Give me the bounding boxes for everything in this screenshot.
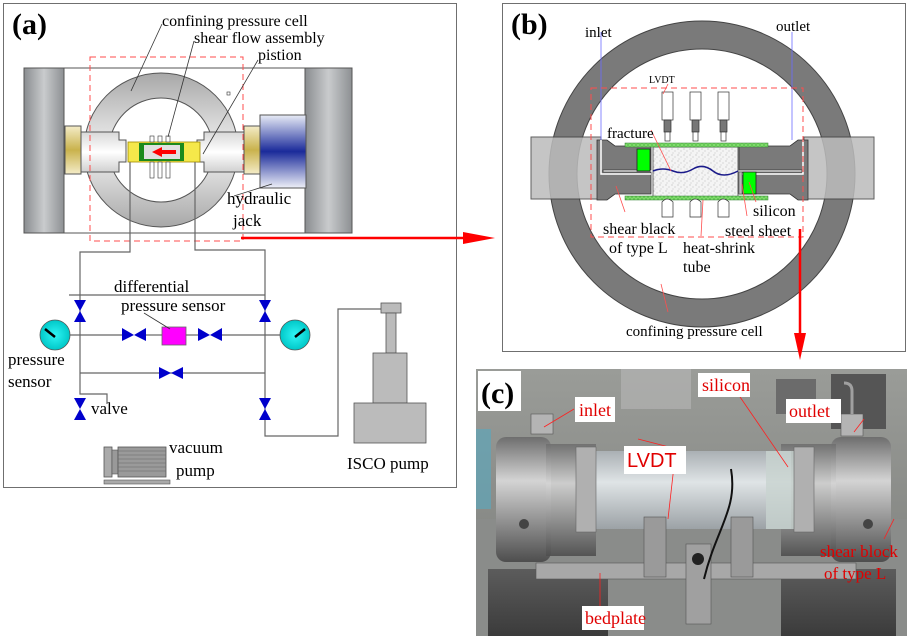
specimen-tube (591, 451, 791, 529)
valve-right-lower (259, 398, 271, 420)
rock-specimen (652, 146, 739, 198)
photo-label-shear-block: shear block (820, 542, 898, 561)
pressure-gauge-right (279, 319, 311, 351)
valve-right-upper (259, 300, 271, 322)
valve-left-upper (74, 300, 86, 322)
label-tube: tube (683, 259, 711, 276)
label-shear-flow-assembly: shear flow assembly (194, 30, 325, 47)
lvdt-2 (689, 91, 702, 142)
label-piston: pistion (258, 47, 302, 64)
label-fracture: fracture (607, 126, 654, 142)
panel-a-schematic: (a) confining pressure cell shear flow a… (3, 3, 457, 488)
lvdt-sensors (661, 91, 730, 218)
lvdt-1 (661, 91, 674, 142)
photo-label-lvdt: LVDT (627, 450, 677, 472)
label-of-type-l: of type L (609, 240, 668, 257)
shear-block-left-photo (496, 437, 551, 562)
differential-pressure-sensor (161, 326, 187, 346)
shear-direction-arrow (152, 147, 176, 157)
shear-block-right-photo (831, 437, 891, 562)
label-pressure: pressure (8, 350, 65, 369)
panel-a-svg: (a) confining pressure cell shear flow a… (8, 8, 429, 485)
label-pump: pump (176, 461, 215, 480)
left-piston (530, 136, 602, 200)
label-shear-black: shear black (603, 221, 675, 238)
panel-b-letter: (b) (511, 8, 548, 41)
photo-label-of-type-l: of type L (824, 564, 886, 583)
detail-region-box (89, 56, 244, 242)
label-diff-pressure-sensor: pressure sensor (121, 296, 226, 315)
panel-c-letter-box (478, 371, 521, 411)
label-vacuum: vacuum (169, 438, 223, 457)
vacuum-pump (103, 446, 171, 485)
fracture-line (652, 165, 739, 176)
photo-label-inlet: inlet (579, 400, 611, 420)
left-piston (80, 131, 127, 173)
panel-a-letter: (a) (12, 8, 47, 41)
marker-square (226, 91, 231, 96)
label-differential: differential (114, 277, 189, 296)
isco-pump (353, 302, 427, 444)
label-steel-sheet: steel sheet (725, 223, 792, 240)
panel-b-svg: (b) inlet outlet LVDT fracture silicon s… (511, 8, 875, 340)
label-silicon: silicon (753, 203, 796, 220)
base-block-right (781, 569, 896, 636)
valve-diff-left (122, 328, 146, 341)
label-valve: valve (91, 399, 128, 418)
frame-right-column (304, 67, 353, 234)
valve-left-lower (74, 398, 86, 420)
right-piston (803, 136, 875, 200)
label-jack: jack (232, 211, 262, 230)
heat-shrink-tube-top (624, 142, 769, 148)
label-lvdt: LVDT (649, 75, 675, 86)
hydraulic-jack (259, 114, 307, 189)
silicon-left (636, 148, 651, 172)
label-hydraulic: hydraulic (227, 189, 292, 208)
steel-sheet (738, 171, 743, 195)
lvdt-3 (717, 91, 730, 142)
photo-label-bedplate: bedplate (585, 608, 646, 628)
left-spacer (64, 125, 82, 175)
panel-c-photo-svg: (c) inlet silicon outlet LVDT shear bloc… (476, 369, 907, 636)
shear-flow-assembly (127, 135, 201, 179)
valves (74, 300, 271, 420)
detail-region-box (590, 87, 804, 238)
panel-c-letter: (c) (481, 377, 514, 410)
right-spacer (243, 125, 261, 175)
arrow-a-to-b-head (463, 232, 495, 244)
panel-c-photo: (c) inlet silicon outlet LVDT shear bloc… (476, 369, 907, 636)
valve-diff-right (198, 328, 222, 341)
silicon-band (766, 451, 794, 529)
label-outlet: outlet (776, 19, 811, 35)
frame-left-column (23, 67, 65, 234)
photo-label-outlet: outlet (789, 401, 830, 421)
valve-bypass (159, 367, 183, 379)
label-sensor: sensor (8, 372, 52, 391)
label-heat-shrink: heat-shrink (683, 240, 755, 257)
pressure-gauge-left (39, 319, 71, 351)
label-inlet: inlet (585, 25, 612, 41)
panel-b-cross-section: (b) inlet outlet LVDT fracture silicon s… (502, 3, 906, 352)
label-confining-pressure-cell: confining pressure cell (626, 324, 763, 340)
label-isco-pump: ISCO pump (347, 454, 429, 473)
label-confining-pressure-cell: confining pressure cell (162, 13, 308, 30)
photo-label-silicon: silicon (702, 375, 750, 395)
